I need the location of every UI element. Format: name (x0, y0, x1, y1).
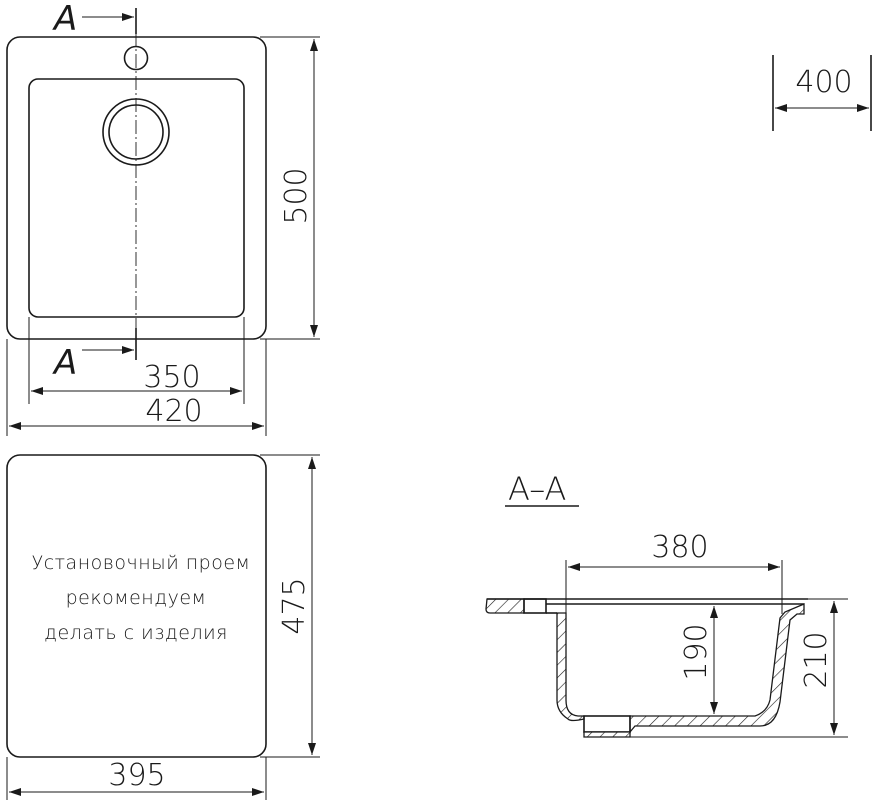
bottom-right-wall (629, 603, 805, 734)
dimension-400-label: 400 (795, 65, 852, 100)
bowl-outline (28, 78, 245, 318)
sink-outline (6, 36, 267, 340)
dimension-210-label: 210 (799, 631, 834, 688)
section-marker-top: A (52, 0, 77, 39)
note-line-2: рекомендуем (66, 587, 207, 609)
note-line-3: делать с изделия (44, 622, 228, 644)
section-marker-bottom: A (52, 343, 77, 383)
flange-slot (523, 598, 547, 614)
dimension-190-label: 190 (679, 623, 714, 680)
dimension-500-label: 500 (279, 167, 314, 224)
section-title: A–A (508, 470, 566, 508)
tap-hole-icon (123, 45, 149, 71)
note-line-1: Установочный проем (32, 552, 251, 574)
top-view: A A 500 350 420 (6, 0, 320, 436)
cabinet-width-dimension: 400 (772, 55, 872, 131)
dimension-475-label: 475 (277, 577, 312, 634)
dimension-395-label: 395 (108, 758, 165, 793)
dimension-350-label: 350 (143, 360, 200, 395)
cutout-view: Установочный проем рекомендуем делать с … (6, 454, 320, 800)
section-view: A–A 380 190 210 (485, 470, 848, 738)
drain-block (583, 715, 631, 733)
dimension-420-label: 420 (145, 394, 202, 429)
drain-base (583, 731, 631, 738)
dimension-380-label: 380 (651, 530, 708, 565)
flange-left (485, 598, 525, 614)
cutout-outline (6, 454, 267, 758)
left-wall (556, 612, 585, 722)
